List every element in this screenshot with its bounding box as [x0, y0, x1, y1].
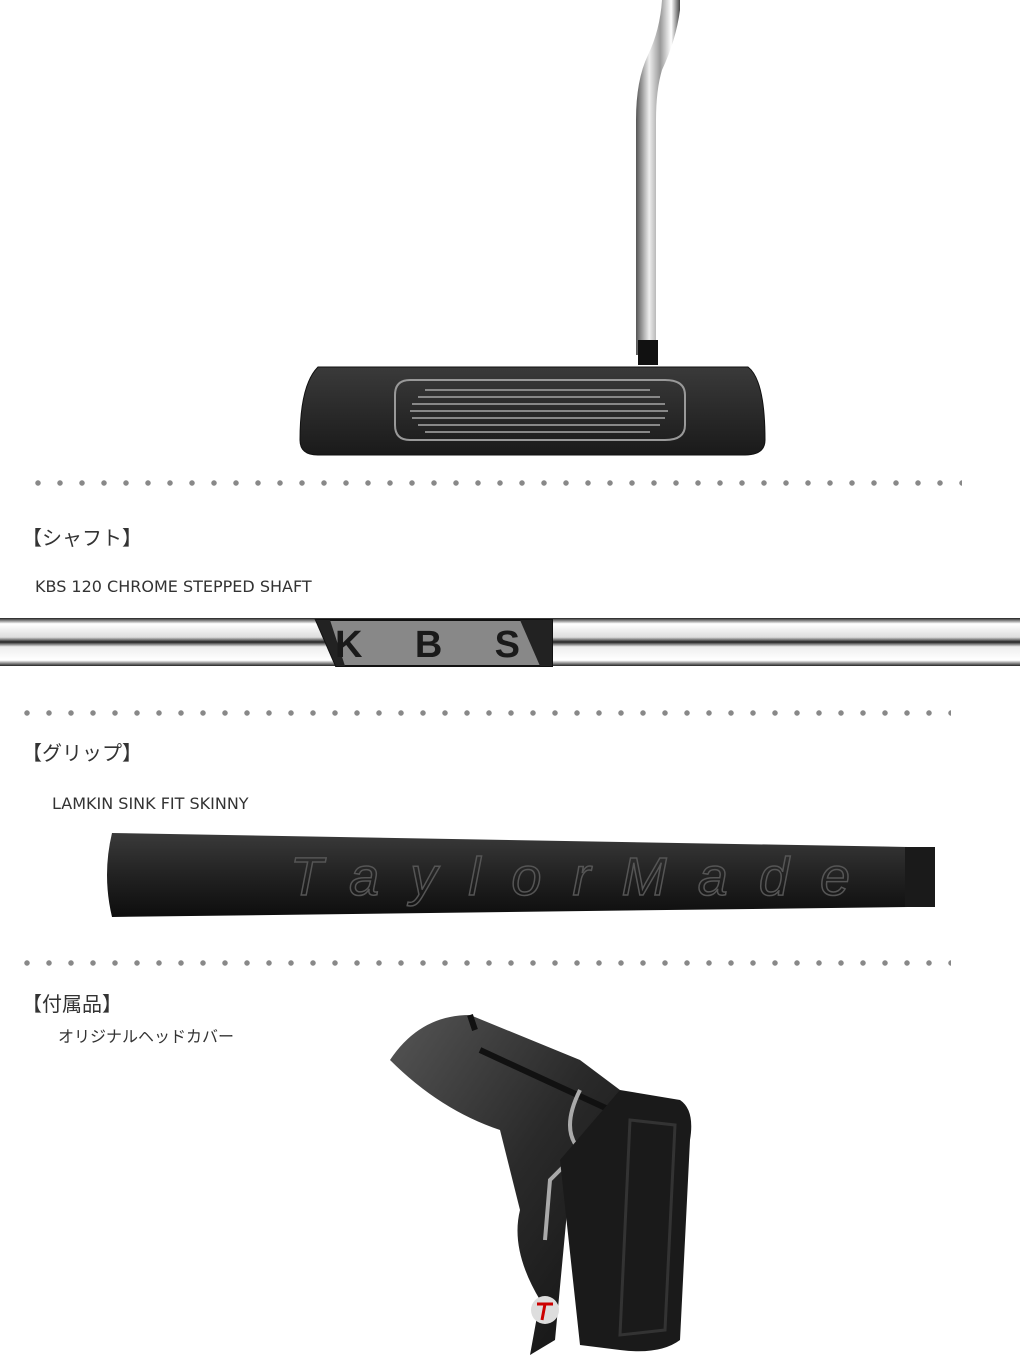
accessory-spec: オリジナルヘッドカバー [58, 1027, 235, 1046]
dotted-divider [16, 709, 951, 717]
shaft-heading: 【シャフト】 [22, 526, 142, 550]
headcover-image [390, 1014, 692, 1355]
grip-heading: 【グリップ】 [22, 741, 142, 765]
grip-image: TaylorMade [107, 833, 935, 917]
dotted-divider [16, 959, 951, 967]
putter-head-image [299, 0, 766, 456]
shaft-spec: KBS 120 CHROME STEPPED SHAFT [35, 577, 312, 596]
shaft-image: KBS [0, 618, 1020, 667]
accessory-heading: 【付属品】 [22, 992, 122, 1016]
dotted-divider [27, 479, 962, 487]
grip-spec: LAMKIN SINK FIT SKINNY [52, 794, 249, 813]
